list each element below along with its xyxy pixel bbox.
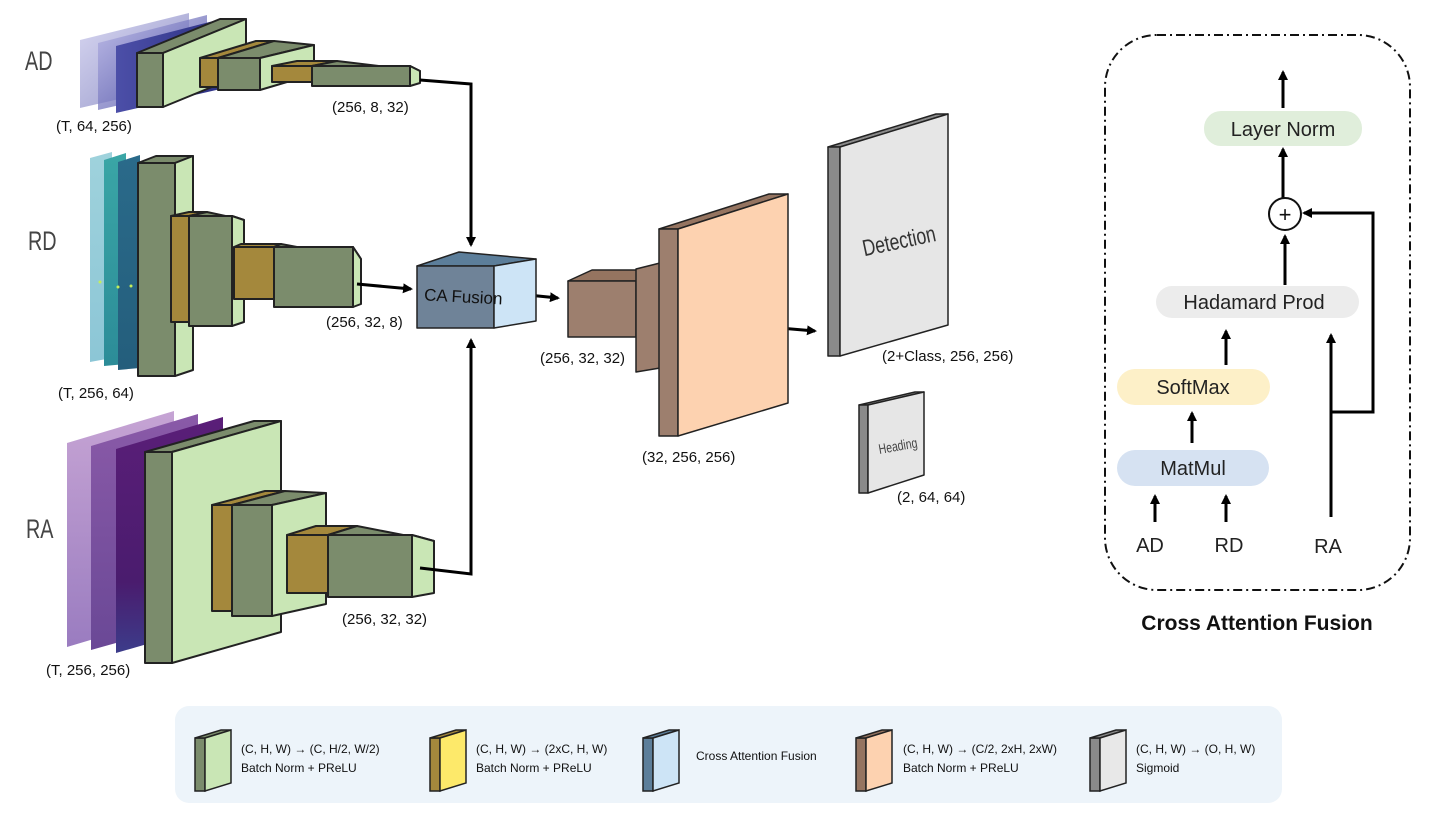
rd-output-dims: (256, 32, 8) (326, 314, 403, 331)
heading-block (858, 391, 925, 494)
legend-swatch-front (1099, 728, 1127, 793)
fusion-output-dims: (256, 32, 32) (540, 350, 625, 367)
caf-softmax-box (1117, 369, 1270, 405)
detection-output-dims: (2+Class, 256, 256) (882, 348, 1013, 365)
ra-input-label: RA (26, 515, 54, 545)
ad-encoder-block-3 (271, 60, 421, 87)
legend-text-line1: (C, H, W) → (C/2, 2xH, 2xW) (903, 742, 1057, 756)
decoder-output-dims: (32, 256, 256) (642, 449, 735, 466)
legend-text-line1: (C, H, W) → (O, H, W) (1136, 742, 1255, 756)
legend-items: (C, H, W) → (C, H/2, W/2) Batch Norm + PR… (194, 728, 1255, 793)
caf-input-ad: AD (1136, 535, 1164, 557)
caf-layer-norm-label: Layer Norm (1231, 119, 1335, 141)
caf-add-node (1268, 197, 1302, 231)
legend-swatch-front (439, 728, 467, 793)
detection-block (827, 113, 949, 357)
legend-item: (C, H, W) → (2xC, H, W) Batch Norm + PReL… (429, 728, 607, 793)
legend-item: (C, H, W) → (C/2, 2xH, 2xW) Batch Norm + … (855, 728, 1057, 793)
rd-encoder-block-3 (233, 243, 362, 308)
legend-text-line1: Cross Attention Fusion (696, 749, 817, 763)
caf-matmul-label: MatMul (1160, 458, 1226, 480)
rd-input-dims: (T, 256, 64) (58, 385, 134, 402)
rd-input-slices (90, 152, 140, 370)
caf-layer-norm-box (1204, 111, 1362, 146)
legend-text-line1: (C, H, W) → (C, H/2, W/2) (241, 742, 380, 756)
legend-text-line2: Sigmoid (1136, 761, 1179, 775)
caf-panel-border (1104, 34, 1411, 591)
decoder-block-3 (658, 193, 789, 437)
legend-swatch-side (642, 737, 654, 792)
ad-input-label: AD (25, 47, 52, 77)
caf-title: Cross Attention Fusion (1141, 612, 1372, 635)
ad-input-dims: (T, 64, 256) (56, 118, 132, 135)
legend-swatch-front (204, 728, 232, 793)
ca-fusion-block (416, 251, 537, 329)
caf-hadamard-box (1156, 286, 1359, 318)
legend-text-line2: Batch Norm + PReLU (476, 761, 592, 775)
caf-input-ra: RA (1314, 536, 1342, 558)
ra-encoder-block-3 (286, 525, 435, 598)
legend-swatch-front (652, 728, 680, 793)
legend-text-line1: (C, H, W) → (2xC, H, W) (476, 742, 607, 756)
legend-item: (C, H, W) → (O, H, W) Sigmoid (1089, 728, 1255, 793)
decoder-block-2 (635, 262, 661, 373)
ad-output-dims: (256, 8, 32) (332, 99, 409, 116)
caf-matmul-box (1117, 450, 1269, 486)
heading-label: Heading (877, 435, 918, 457)
ca-fusion-label: CA Fusion (424, 285, 503, 308)
caf-softmax-label: SoftMax (1156, 377, 1229, 399)
ra-output-dims: (256, 32, 32) (342, 611, 427, 628)
legend-text-line2: Batch Norm + PReLU (241, 761, 357, 775)
legend-swatch-side (194, 737, 206, 792)
caf-add-symbol: + (1279, 202, 1292, 227)
legend-item: (C, H, W) → (C, H/2, W/2) Batch Norm + PR… (194, 728, 380, 793)
legend-item: Cross Attention Fusion (642, 728, 817, 793)
rd-input-label: RD (28, 227, 57, 257)
legend-swatch-side (855, 737, 867, 792)
caf-hadamard-label: Hadamard Prod (1183, 292, 1324, 314)
ra-input-dims: (T, 256, 256) (46, 662, 130, 679)
legend-swatch-front (865, 728, 893, 793)
caf-input-rd: RD (1215, 535, 1244, 557)
caf-arrows (1150, 70, 1375, 522)
legend-text-line2: Batch Norm + PReLU (903, 761, 1019, 775)
legend-swatch-side (1089, 737, 1101, 792)
legend-swatch-side (429, 737, 441, 792)
heading-output-dims: (2, 64, 64) (897, 489, 965, 506)
